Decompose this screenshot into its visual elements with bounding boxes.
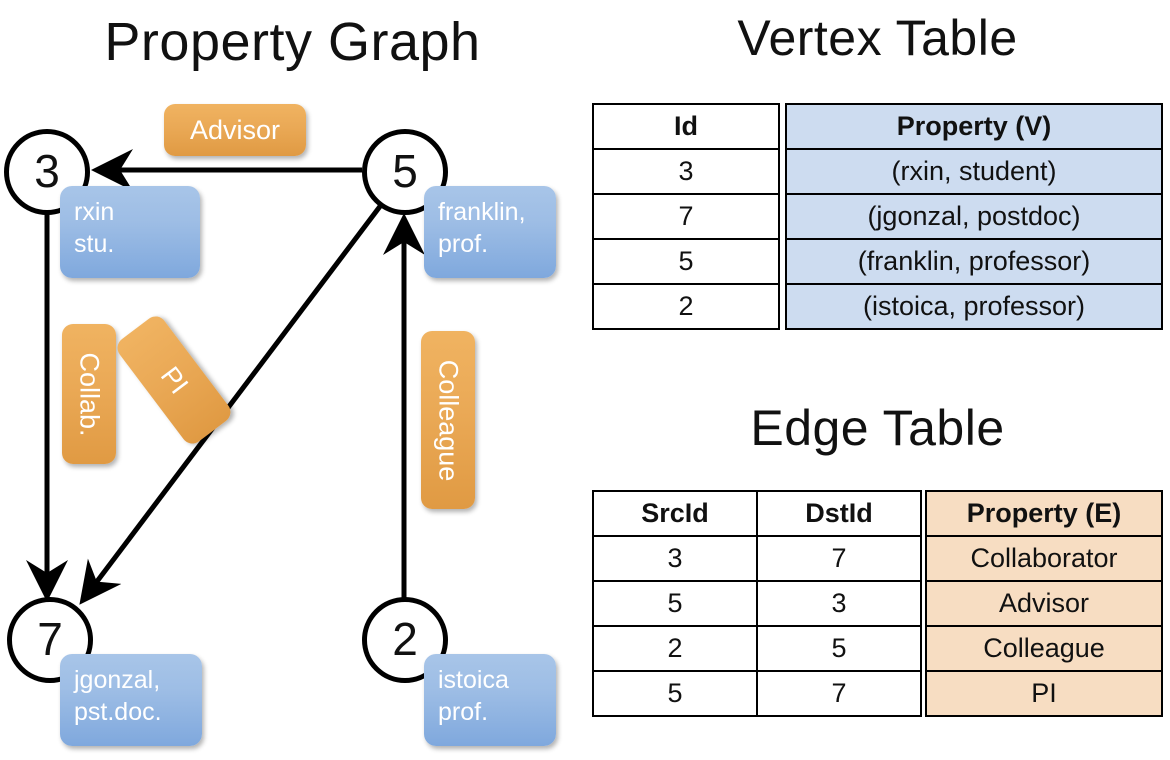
edge-label-pi-text: PI <box>154 360 195 399</box>
table-row[interactable]: 3 <box>592 148 780 195</box>
vertex-table-cell-property: (istoica, professor) <box>785 283 1163 330</box>
edge-table-cell-srcid: 5 <box>592 670 758 717</box>
edge-table-col-dstid: DstId <box>756 490 922 537</box>
table-row[interactable]: Colleague <box>925 625 1163 672</box>
edge-label-collab-text: Collab. <box>74 351 105 437</box>
edge-table-cell-property: Colleague <box>925 625 1163 672</box>
graph-edges-layer <box>26 149 425 605</box>
edge-table-id-columns: SrcId DstId 3 7 5 3 2 5 5 7 <box>592 490 922 717</box>
vertex-table-cell-property: (rxin, student) <box>785 148 1163 195</box>
table-row[interactable]: 5 7 <box>592 670 922 717</box>
table-row[interactable]: PI <box>925 670 1163 717</box>
page-title-vertex-table: Vertex Table <box>737 10 1018 66</box>
edge-table-cell-dstid: 3 <box>756 580 922 627</box>
edge-table-cell-dstid: 5 <box>756 625 922 672</box>
edge-label-advisor[interactable]: Advisor <box>164 104 306 156</box>
vertex-property-box-2-line1: istoica <box>438 666 509 694</box>
table-row[interactable]: (jgonzal, postdoc) <box>785 193 1163 240</box>
edge-table-col-srcid: SrcId <box>592 490 758 537</box>
table-row[interactable]: 7 <box>592 193 780 240</box>
edge-label-advisor-text: Advisor <box>189 114 281 145</box>
vertex-node-5[interactable]: 5 <box>362 129 448 215</box>
vertex-node-2-id: 2 <box>392 613 418 665</box>
vertex-property-box-3: rxin stu. <box>60 186 200 278</box>
vertex-node-5-id: 5 <box>392 145 418 197</box>
vertex-table-cell-id: 3 <box>592 148 780 195</box>
vertex-table-cell-id: 2 <box>592 283 780 330</box>
edge-table-cell-srcid: 5 <box>592 580 758 627</box>
vertex-table-cell-property: (jgonzal, postdoc) <box>785 193 1163 240</box>
vertex-property-box-5-line1: franklin, <box>438 198 526 226</box>
vertex-property-box-3-line1: rxin <box>74 198 115 226</box>
vertex-table-col-property: Property (V) <box>785 103 1163 150</box>
table-header-row: Id <box>592 103 780 150</box>
edge-label-collab[interactable]: Collab. <box>62 324 116 464</box>
edge-table-cell-dstid: 7 <box>756 535 922 582</box>
edge-table-cell-property: Collaborator <box>925 535 1163 582</box>
vertex-property-box-3-line2: stu. <box>74 230 115 258</box>
edge-table-property-column: Property (E) Collaborator Advisor Collea… <box>925 490 1163 717</box>
table-row[interactable]: 2 5 <box>592 625 922 672</box>
table-header-row: Property (E) <box>925 490 1163 537</box>
vertex-property-box-5-line2: prof. <box>438 230 489 258</box>
edge-table-cell-dstid: 7 <box>756 670 922 717</box>
vertex-property-box-2: istoica prof. <box>424 654 556 746</box>
vertex-property-box-7-line1: jgonzal, <box>74 666 161 694</box>
table-row[interactable]: (rxin, student) <box>785 148 1163 195</box>
vertex-table-cell-id: 5 <box>592 238 780 285</box>
edge-label-colleague-text: Colleague <box>433 359 464 481</box>
edge-arrow-pi <box>79 203 383 605</box>
table-row[interactable]: Advisor <box>925 580 1163 627</box>
vertex-property-box-7: jgonzal, pst.doc. <box>60 654 202 746</box>
property-graph-panel: Property Graph Advisor Collab. PI Collea… <box>4 12 556 746</box>
table-row[interactable]: 5 <box>592 238 780 285</box>
table-row[interactable]: 3 7 <box>592 535 922 582</box>
edge-table-cell-srcid: 2 <box>592 625 758 672</box>
vertex-node-3-id: 3 <box>34 145 60 197</box>
vertex-node-7-id: 7 <box>37 613 63 665</box>
table-row[interactable]: (istoica, professor) <box>785 283 1163 330</box>
table-row[interactable]: (franklin, professor) <box>785 238 1163 285</box>
page-title-property-graph: Property Graph <box>104 12 481 72</box>
vertex-table-id-column: Id 3 7 5 2 <box>592 103 780 330</box>
tables-panel: Vertex Table Id 3 7 5 2 Property <box>585 0 1170 760</box>
vertex-table-cell-property: (franklin, professor) <box>785 238 1163 285</box>
table-header-row: SrcId DstId <box>592 490 922 537</box>
table-row[interactable]: 5 3 <box>592 580 922 627</box>
table-header-row: Property (V) <box>785 103 1163 150</box>
table-row[interactable]: Collaborator <box>925 535 1163 582</box>
vertex-table-cell-id: 7 <box>592 193 780 240</box>
table-row[interactable]: 2 <box>592 283 780 330</box>
vertex-property-box-2-line2: prof. <box>438 698 489 726</box>
vertex-property-box-7-line2: pst.doc. <box>74 698 162 726</box>
vertex-property-box-5: franklin, prof. <box>424 186 556 278</box>
edge-table-cell-srcid: 3 <box>592 535 758 582</box>
vertex-node-2[interactable]: 2 <box>362 597 448 683</box>
edge-table-col-property: Property (E) <box>925 490 1163 537</box>
vertex-table-col-id: Id <box>592 103 780 150</box>
vertex-table-property-column: Property (V) (rxin, student) (jgonzal, p… <box>785 103 1163 330</box>
edge-table-cell-property: Advisor <box>925 580 1163 627</box>
edge-table-cell-property: PI <box>925 670 1163 717</box>
edge-label-colleague[interactable]: Colleague <box>421 331 475 509</box>
page-title-edge-table: Edge Table <box>750 400 1005 456</box>
